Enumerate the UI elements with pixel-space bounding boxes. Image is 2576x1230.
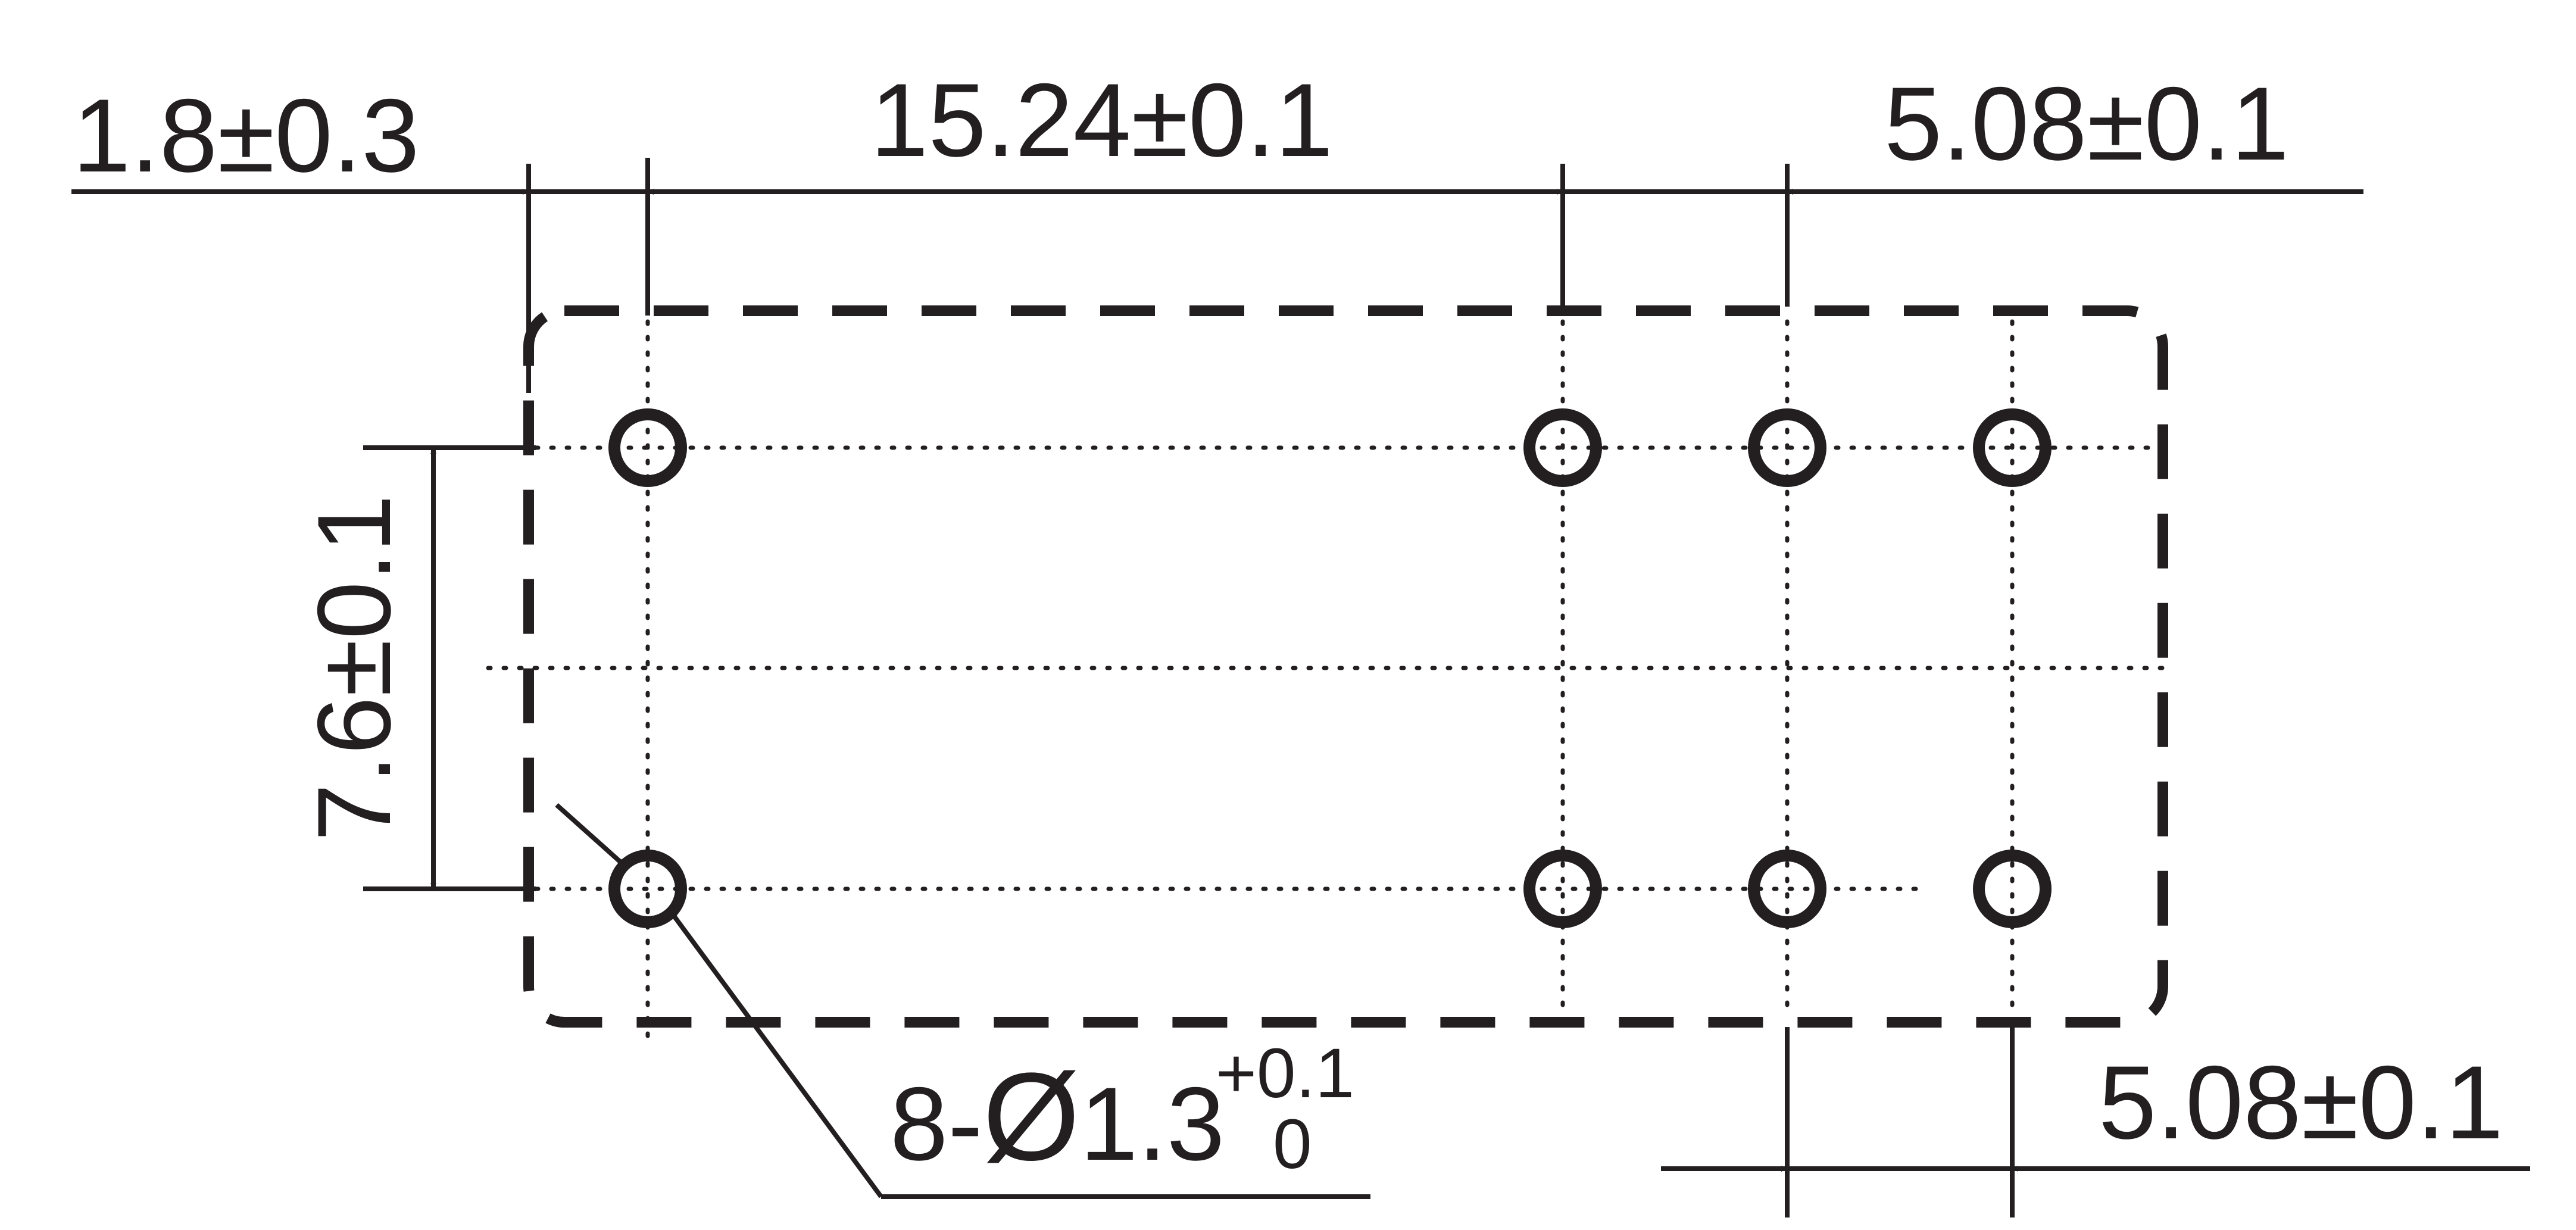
hole-callout-nominal: 1.3 — [1080, 1066, 1225, 1182]
hole-callout-lower-tolerance: 0 — [1273, 1105, 1312, 1184]
dim-pin-span-label: 15.24±0.1 — [870, 63, 1333, 179]
hole-top-2 — [1523, 408, 1602, 487]
dim-row-spacing — [363, 445, 536, 891]
hole-top-3 — [1748, 408, 1826, 487]
centerlines — [486, 319, 2175, 1038]
pin-holes — [608, 408, 2052, 928]
hole-callout-diameter-symbol: Ø — [983, 1047, 1080, 1187]
hole-top-4 — [1973, 408, 2052, 487]
dim-top-right-pitch-label: 5.08±0.1 — [1884, 66, 2289, 182]
component-outline — [523, 305, 2168, 1028]
hole-callout-upper-tolerance: +0.1 — [1216, 1034, 1354, 1113]
hole-top-1 — [608, 408, 687, 487]
dim-bottom-right-pitch — [1661, 1027, 2530, 1217]
hole-callout-label: 8-Ø1.3 — [890, 1047, 1225, 1187]
hole-bottom-4 — [1973, 850, 2052, 928]
dim-top-left-offset-label: 1.8±0.3 — [73, 78, 420, 194]
top-extension-lines — [526, 158, 1790, 393]
dim-row-spacing-label: 7.6±0.1 — [296, 495, 413, 842]
hole-bottom-2 — [1523, 850, 1602, 928]
hole-callout-leader — [555, 803, 1370, 1199]
hole-callout-prefix: 8- — [890, 1066, 983, 1182]
hole-bottom-3 — [1748, 850, 1826, 928]
dim-bottom-right-pitch-label: 5.08±0.1 — [2099, 1045, 2503, 1161]
hole-bottom-1 — [608, 850, 687, 928]
